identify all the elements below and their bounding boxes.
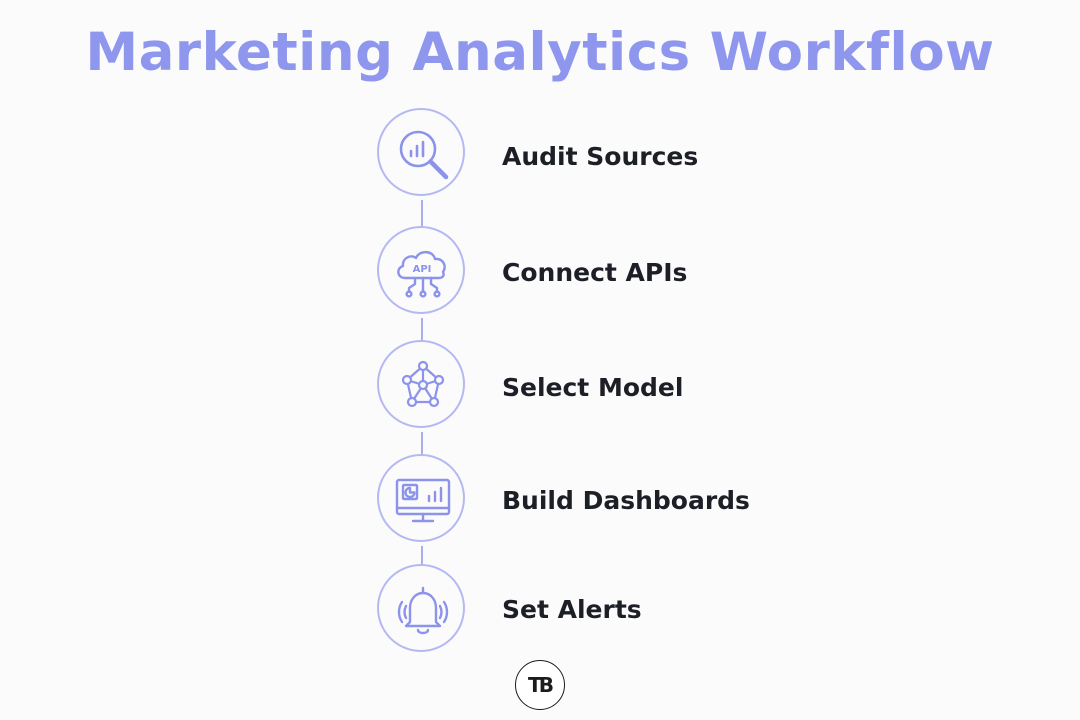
- connector-line: [421, 318, 423, 340]
- connector-line: [421, 546, 423, 564]
- bell-alert-icon: [397, 586, 449, 635]
- step-4-circle: [377, 454, 465, 542]
- step-label: Connect APIs: [502, 258, 688, 287]
- step-1-circle: [377, 108, 465, 196]
- magnifier-chart-icon: [399, 130, 449, 180]
- step-label: Select Model: [502, 373, 684, 402]
- network-model-icon: [401, 360, 445, 408]
- monitor-dashboard-icon: [395, 478, 451, 523]
- api-icon-text: API: [413, 264, 432, 275]
- api-cloud-icon: API: [397, 250, 446, 298]
- connector-line: [421, 200, 423, 226]
- step-5-circle: [377, 564, 465, 652]
- step-2-circle: API: [377, 226, 465, 314]
- tb-logo: TB: [515, 660, 565, 710]
- step-label: Set Alerts: [502, 595, 642, 624]
- step-label: Audit Sources: [502, 142, 699, 171]
- step-3-circle: [377, 340, 465, 428]
- tb-logo-icon: TB: [528, 673, 556, 697]
- step-label: Build Dashboards: [502, 486, 750, 515]
- connector-line: [421, 432, 423, 454]
- page-title: Marketing Analytics Workflow: [85, 22, 995, 83]
- logo-text: TB: [528, 673, 553, 697]
